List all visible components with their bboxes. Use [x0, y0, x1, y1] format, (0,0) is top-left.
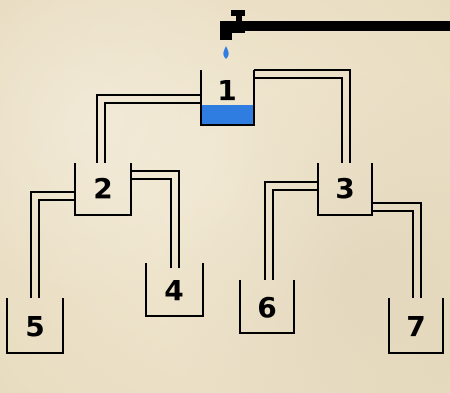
- pipe-1-to-2: [96, 94, 201, 163]
- container-3[interactable]: 3: [317, 163, 373, 216]
- faucet-spout: [220, 21, 245, 40]
- water-drop-icon: [223, 46, 229, 59]
- container-label: 2: [93, 172, 112, 205]
- faucet[interactable]: [220, 10, 450, 59]
- container-label: 1: [217, 74, 236, 107]
- faucet-handle: [231, 10, 245, 16]
- container-2[interactable]: 2: [74, 163, 132, 216]
- container-label: 5: [25, 310, 44, 343]
- container-label: 6: [257, 291, 276, 324]
- container-outline: [200, 70, 255, 126]
- container-outline: [6, 298, 64, 354]
- container-5[interactable]: 5: [6, 298, 64, 354]
- pipe-2-to-5: [30, 191, 75, 298]
- water-level: [201, 105, 254, 125]
- container-outline: [388, 298, 444, 354]
- container-6[interactable]: 6: [239, 280, 295, 334]
- container-outline: [74, 163, 132, 216]
- pipe-3-to-7: [372, 202, 422, 298]
- container-1[interactable]: 1: [200, 70, 255, 126]
- container-4[interactable]: 4: [145, 263, 204, 317]
- pipe-3-to-6: [264, 181, 318, 280]
- pipe-1-to-3: [254, 69, 351, 163]
- container-outline: [239, 280, 295, 334]
- container-label: 4: [164, 274, 183, 307]
- container-label: 3: [335, 172, 354, 205]
- supply-pipe: [233, 21, 450, 31]
- pipes: [30, 69, 422, 298]
- container-7[interactable]: 7: [388, 298, 444, 354]
- container-label: 7: [406, 310, 425, 343]
- container-outline: [317, 163, 373, 216]
- container-outline: [145, 263, 204, 317]
- pipe-2-to-4: [131, 170, 180, 268]
